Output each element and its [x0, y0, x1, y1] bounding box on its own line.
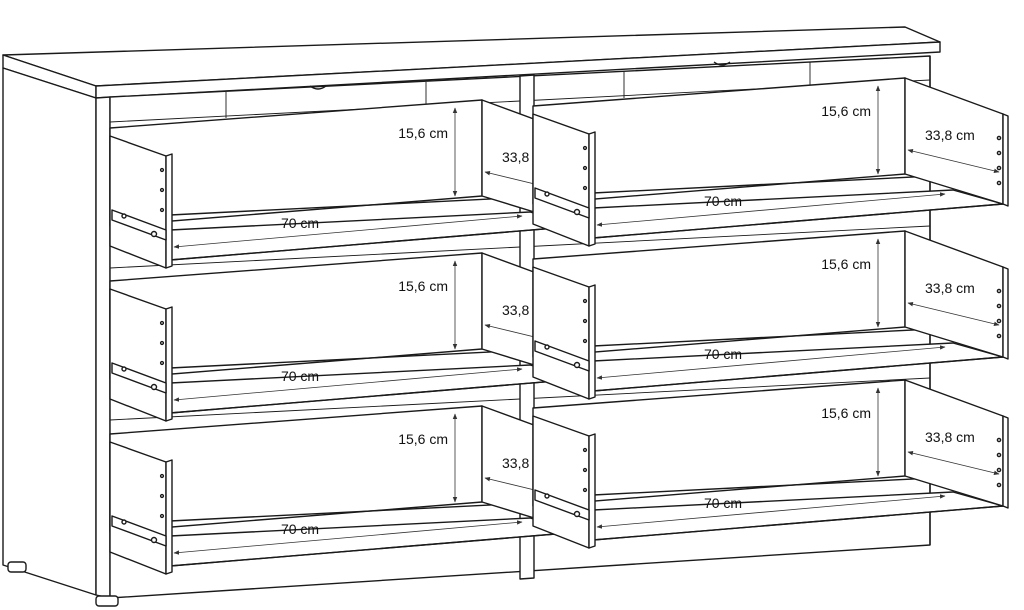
drawer-right-side-edge — [1002, 266, 1009, 360]
drawer-depth-label: 33,8 cm — [925, 280, 975, 296]
drawer-right-bottom[interactable]: 15,6 cm 33,8 cm 70 cm — [532, 379, 1009, 549]
drawer-height-label: 15,6 cm — [398, 278, 448, 294]
drawer-height-label: 15,6 cm — [821, 103, 871, 119]
top-rail-handle-right — [713, 61, 731, 66]
drawer-front-panel — [109, 135, 167, 269]
drawer-front-panel — [532, 113, 590, 247]
drawer-front-edge — [165, 153, 173, 269]
drawer-front-edge — [588, 131, 596, 247]
drawer-front-edge — [165, 459, 173, 575]
drawer-depth-label: 33,8 cm — [925, 127, 975, 143]
drawer-front-panel — [109, 441, 167, 575]
drawer-width-label: 70 cm — [704, 346, 742, 362]
cabinet-top-side-edge — [95, 41, 941, 99]
drawer-right-side-edge — [1002, 415, 1009, 509]
cabinet-left-side — [2, 67, 97, 596]
drawer-width-label: 70 cm — [281, 521, 319, 537]
drawer-width-label: 70 cm — [281, 215, 319, 231]
drawer-front-panel — [532, 266, 590, 400]
drawer-front-panel — [532, 415, 590, 549]
drawer-height-label: 15,6 cm — [821, 256, 871, 272]
drawer-width-label: 70 cm — [704, 495, 742, 511]
drawer-height-label: 15,6 cm — [398, 431, 448, 447]
drawer-width-label: 70 cm — [281, 368, 319, 384]
drawer-height-label: 15,6 cm — [821, 405, 871, 421]
drawer-front-edge — [588, 433, 596, 549]
drawer-front-edge — [165, 306, 173, 422]
cabinet-foot-left — [7, 561, 27, 573]
drawer-width-label: 70 cm — [704, 193, 742, 209]
cabinet-left-side-front — [95, 96, 111, 599]
drawer-right-top[interactable]: 15,6 cm 33,8 cm 70 cm — [532, 77, 1009, 247]
cabinet-foot-front — [95, 595, 119, 607]
top-rail-handle-left — [309, 85, 327, 90]
drawer-right-side-edge — [1002, 113, 1009, 207]
drawer-depth-label: 33,8 cm — [925, 429, 975, 445]
drawer-height-label: 15,6 cm — [398, 125, 448, 141]
drawer-front-panel — [109, 288, 167, 422]
drawer-front-edge — [588, 284, 596, 400]
drawer-right-middle[interactable]: 15,6 cm 33,8 cm 70 cm — [532, 230, 1009, 400]
